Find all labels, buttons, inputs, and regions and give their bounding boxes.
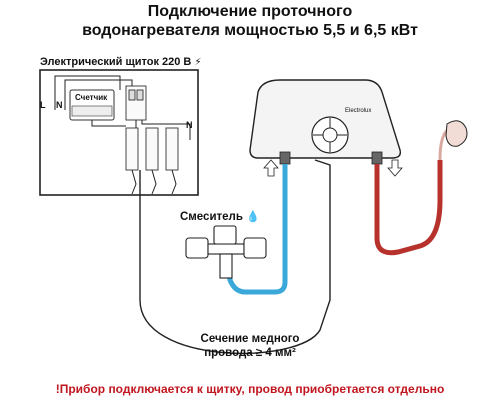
arrow-up-icon [263, 159, 279, 177]
meter-label: Счетчик [75, 93, 108, 102]
terminal-l-label: L [40, 100, 46, 110]
cable-label: Сечение медного провода ≥ 4 мм² [180, 332, 320, 360]
title-line-1: Подключение проточного [147, 3, 353, 20]
power-cable [139, 159, 331, 355]
panel-label: Электрический щиток 220 В ⚡ [40, 56, 201, 68]
page-title: Подключение проточного водонагревателя м… [0, 2, 500, 40]
footer-note: !Прибор подключается к щитку, провод при… [55, 382, 445, 396]
water-drop-icon: 💧 [246, 211, 260, 223]
arrow-down-icon [387, 159, 403, 177]
heater-brand: Electrolux [345, 108, 372, 114]
panel-label-text: Электрический щиток 220 В [40, 56, 192, 68]
shower-head [445, 120, 468, 147]
mixer-label: Смеситель 💧 [180, 210, 260, 223]
terminal-n-right-label: N [186, 120, 193, 130]
breaker-block [125, 85, 179, 171]
hot-water-pipe [374, 160, 443, 256]
cable-label-line-2: провода ≥ 4 мм² [204, 347, 296, 359]
cold-water-pipe [225, 164, 288, 295]
title-line-2: водонагревателя мощностью 5,5 и 6,5 кВт [82, 22, 418, 39]
panel-wiring [54, 75, 191, 195]
water-heater [249, 79, 402, 159]
cable-label-line-1: Сечение медного [200, 333, 300, 345]
mixer-tap [185, 225, 267, 279]
mixer-label-text: Смеситель [180, 211, 243, 223]
lightning-icon: ⚡ [194, 57, 202, 68]
terminal-n-label: N [56, 100, 63, 110]
